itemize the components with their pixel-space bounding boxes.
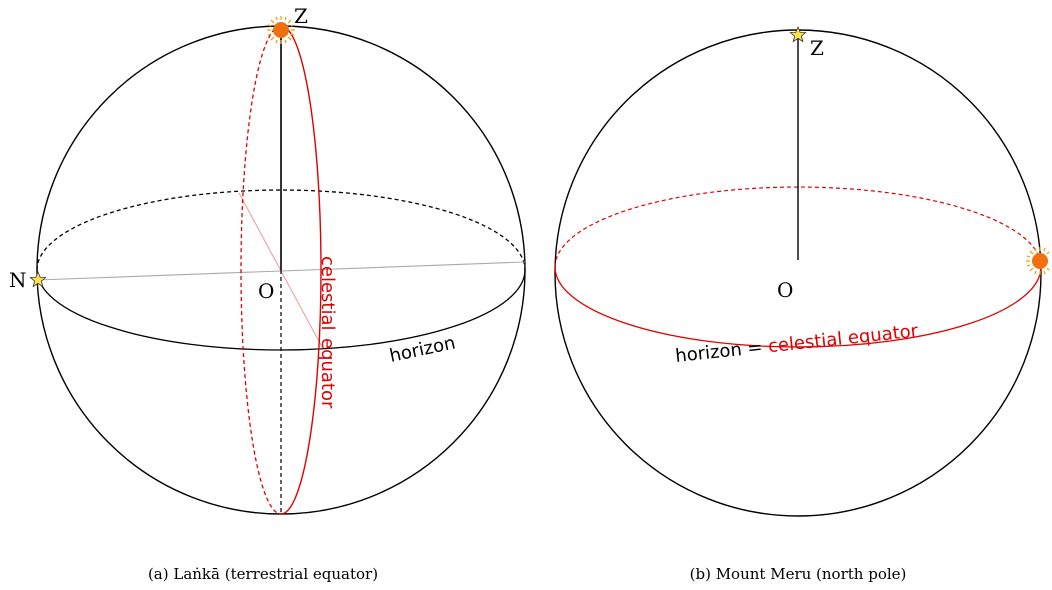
star-icon bbox=[29, 270, 47, 288]
horizon-equals-label-b: horizon = celestial equator bbox=[674, 321, 919, 367]
equator-label-b: celestial equator bbox=[767, 321, 920, 358]
caption-a: (a) Laṅkā (terrestrial equator) bbox=[148, 565, 378, 583]
equator-label-a-line1: celestial bbox=[317, 256, 338, 331]
equator-label-a-line2: equator bbox=[317, 338, 338, 409]
horizon-back-a bbox=[36, 189, 526, 271]
celestial-equator-back-a bbox=[240, 25, 282, 515]
horizon-label-a: horizon bbox=[388, 332, 458, 366]
panel-b: Z O horizon = celestial equator (b) Moun… bbox=[554, 25, 1050, 583]
equator-front-b bbox=[554, 266, 1042, 348]
north-label-a: N bbox=[9, 268, 27, 292]
zenith-label-b: Z bbox=[810, 36, 824, 60]
caption-b: (b) Mount Meru (north pole) bbox=[690, 565, 907, 583]
center-label-b: O bbox=[777, 278, 793, 302]
sun-icon bbox=[267, 16, 295, 44]
celestial-equator-front-a bbox=[280, 25, 322, 515]
zenith-label-a: Z bbox=[294, 4, 308, 28]
star-icon bbox=[789, 25, 807, 43]
panel-a: Z O N horizon celestial equator (a) Laṅk… bbox=[9, 4, 526, 583]
sun-icon bbox=[1026, 247, 1050, 275]
horizon-label-b: horizon = bbox=[674, 336, 769, 367]
center-label-a: O bbox=[258, 279, 274, 303]
